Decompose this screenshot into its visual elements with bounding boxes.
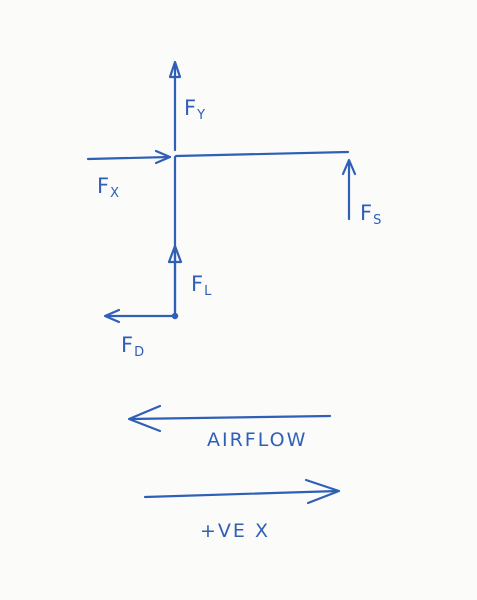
positive-x-caption: +VE X [200,520,270,542]
fs-label: FS [360,201,381,228]
airflow-caption: AIRFLOW [207,429,307,451]
fl-label: FL [191,272,212,299]
fd-arrowhead [103,308,121,324]
fy-label: FY [184,96,205,123]
fy-arrowhead [168,60,182,79]
positive-x-arrow-shaft [143,489,340,499]
horizontal-beam [174,150,350,158]
fx-label: FX [97,174,119,201]
fx-arrow-shaft [86,155,172,161]
airflow-arrow-shaft [128,414,332,421]
fd-label: FD [121,333,144,360]
fl-arrowhead [167,244,183,264]
airflow-arrowhead [127,404,162,433]
fs-arrowhead [341,158,357,176]
positive-x-arrowhead [304,478,341,505]
fx-arrowhead [154,149,172,165]
application-point [171,312,179,320]
